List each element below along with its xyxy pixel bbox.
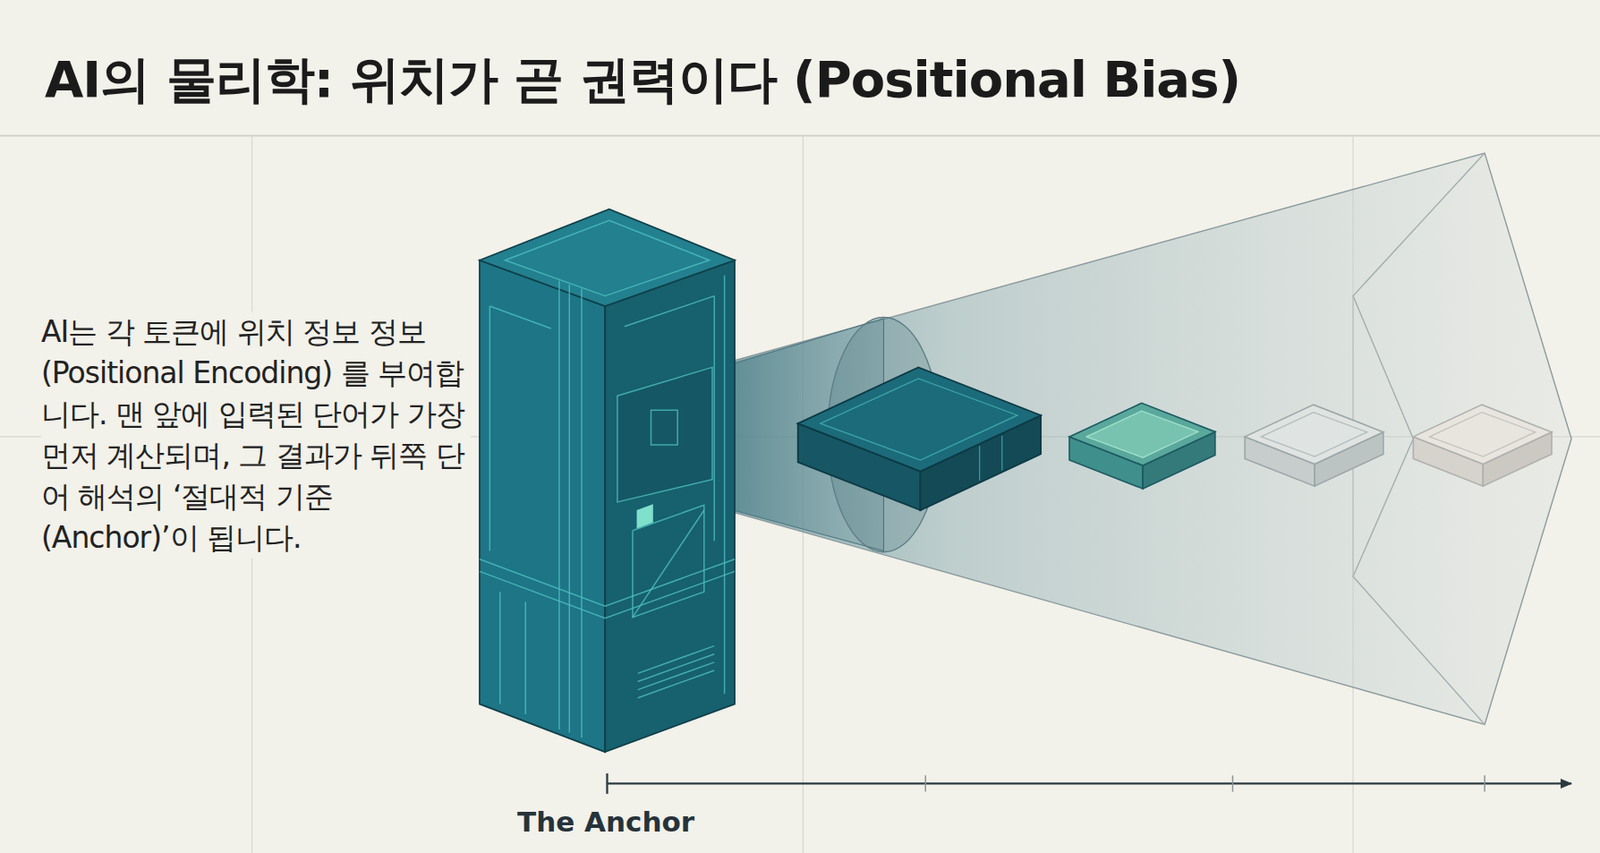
explanation-text: AI는 각 토큰에 위치 정보 정보(Positional Encoding) … [41,311,471,559]
slide-title: AI의 물리학: 위치가 곧 권력이다 (Positional Bias) [44,46,1241,115]
axis-label: The Anchor [517,805,695,838]
